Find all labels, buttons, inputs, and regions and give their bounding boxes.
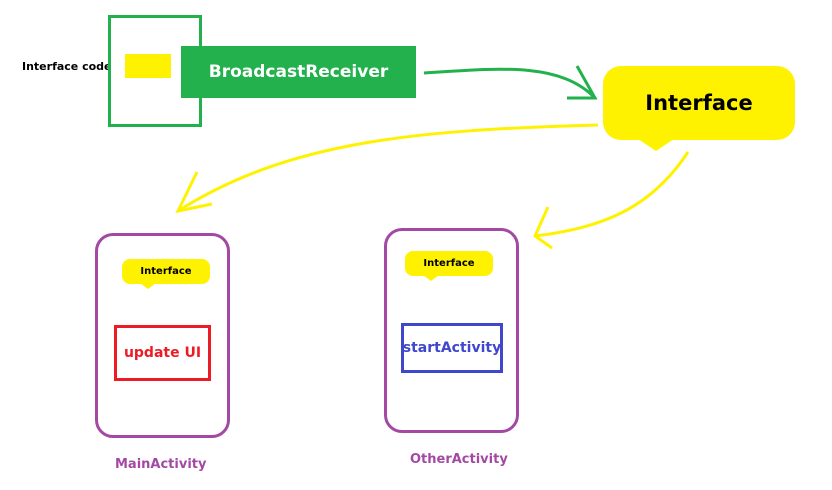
other-activity-interface-bubble: Interface bbox=[405, 251, 493, 276]
main-activity-frame bbox=[95, 233, 230, 438]
interface-code-chip bbox=[125, 54, 171, 78]
main-activity-interface-bubble: Interface bbox=[122, 259, 210, 284]
main-activity-label: MainActivity bbox=[115, 457, 207, 472]
interface-hub-tail bbox=[638, 139, 674, 151]
interface-hub-bubble: Interface bbox=[603, 66, 795, 140]
arrow-receiver-to-interface-head bbox=[567, 65, 598, 100]
other-activity-frame bbox=[384, 228, 519, 433]
start-activity-box: startActivity bbox=[401, 323, 503, 373]
arrow-interface-to-main-head bbox=[175, 171, 213, 214]
arrow-interface-to-other bbox=[534, 151, 690, 238]
arrow-interface-to-main bbox=[177, 123, 599, 213]
other-activity-label: OtherActivity bbox=[410, 452, 508, 467]
interface-code-label: Interface code bbox=[22, 60, 112, 73]
arrow-receiver-to-interface bbox=[423, 67, 597, 100]
arrow-interface-to-other-head bbox=[533, 206, 553, 250]
other-activity-interface-tail bbox=[423, 275, 439, 281]
broadcast-receiver-box: BroadcastReceiver bbox=[181, 46, 416, 98]
main-activity-interface-tail bbox=[140, 283, 156, 289]
update-ui-box: update UI bbox=[114, 325, 211, 381]
